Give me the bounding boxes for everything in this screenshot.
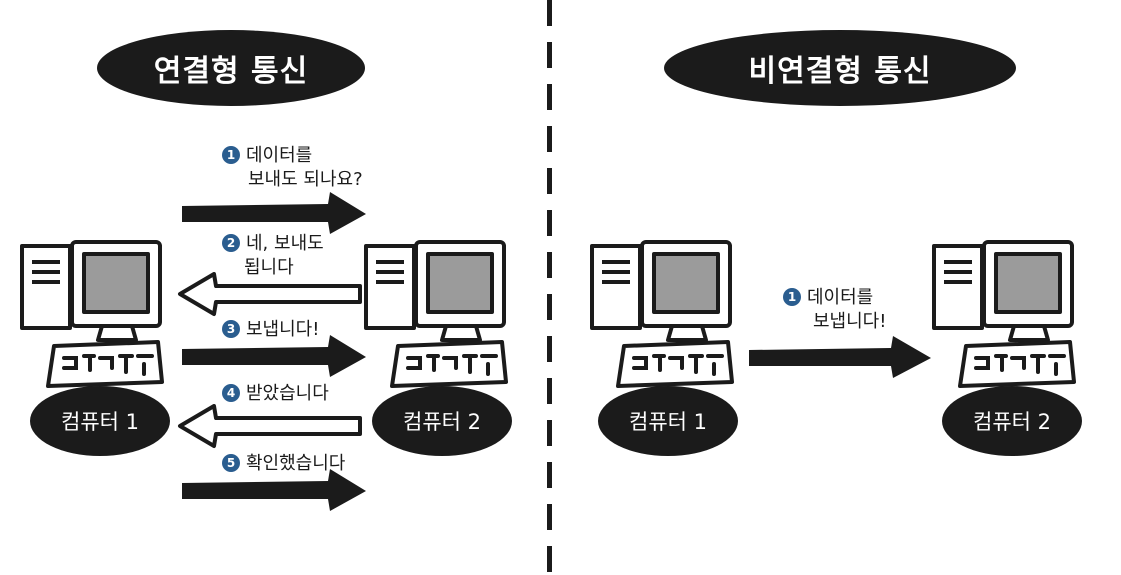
computer-2-icon xyxy=(932,240,1076,388)
computer-1-label: 컴퓨터 1 xyxy=(598,386,738,456)
message-1: 1 데이터를 보냅니다! xyxy=(783,286,886,334)
message-5: 5 확인했습니다 xyxy=(222,452,345,476)
computer-2-label: 컴퓨터 2 xyxy=(372,386,512,456)
number-badge: 1 xyxy=(783,288,801,306)
arrow-right-filled xyxy=(749,336,931,378)
left-panel-title: 연결형 통신 xyxy=(97,30,365,106)
message-2: 2 네, 보내도 됩니다 xyxy=(222,232,324,280)
message-text: 보내도 되나요? xyxy=(248,169,363,190)
number-badge: 1 xyxy=(222,146,240,164)
arrow-left-outline xyxy=(178,272,362,316)
message-text: 확인했습니다 xyxy=(246,453,346,474)
computer-1-icon xyxy=(590,240,734,388)
message-text: 보냅니다! xyxy=(246,319,320,340)
number-badge: 5 xyxy=(222,454,240,472)
message-text: 데이터를 xyxy=(246,145,313,166)
message-1: 1 데이터를 보내도 되나요? xyxy=(222,144,363,192)
message-text: 네, 보내도 xyxy=(246,233,324,254)
arrow-right-filled xyxy=(182,335,366,377)
computer-1-label: 컴퓨터 1 xyxy=(30,386,170,456)
right-panel-title: 비연결형 통신 xyxy=(664,30,1016,106)
number-badge: 2 xyxy=(222,234,240,252)
panel-divider xyxy=(547,0,552,575)
computer-2-label: 컴퓨터 2 xyxy=(942,386,1082,456)
message-text: 받았습니다 xyxy=(246,383,329,404)
message-text: 보냅니다! xyxy=(813,311,887,332)
message-text: 됩니다 xyxy=(244,257,294,278)
number-badge: 3 xyxy=(222,320,240,338)
number-badge: 4 xyxy=(222,384,240,402)
computer-2-icon xyxy=(364,240,508,388)
arrow-right-filled xyxy=(182,192,366,234)
message-3: 3 보냅니다! xyxy=(222,318,319,342)
message-4: 4 받았습니다 xyxy=(222,382,329,406)
arrow-right-filled xyxy=(182,469,366,511)
message-text: 데이터를 xyxy=(807,287,874,308)
computer-1-icon xyxy=(20,240,164,388)
arrow-left-outline xyxy=(178,404,362,448)
